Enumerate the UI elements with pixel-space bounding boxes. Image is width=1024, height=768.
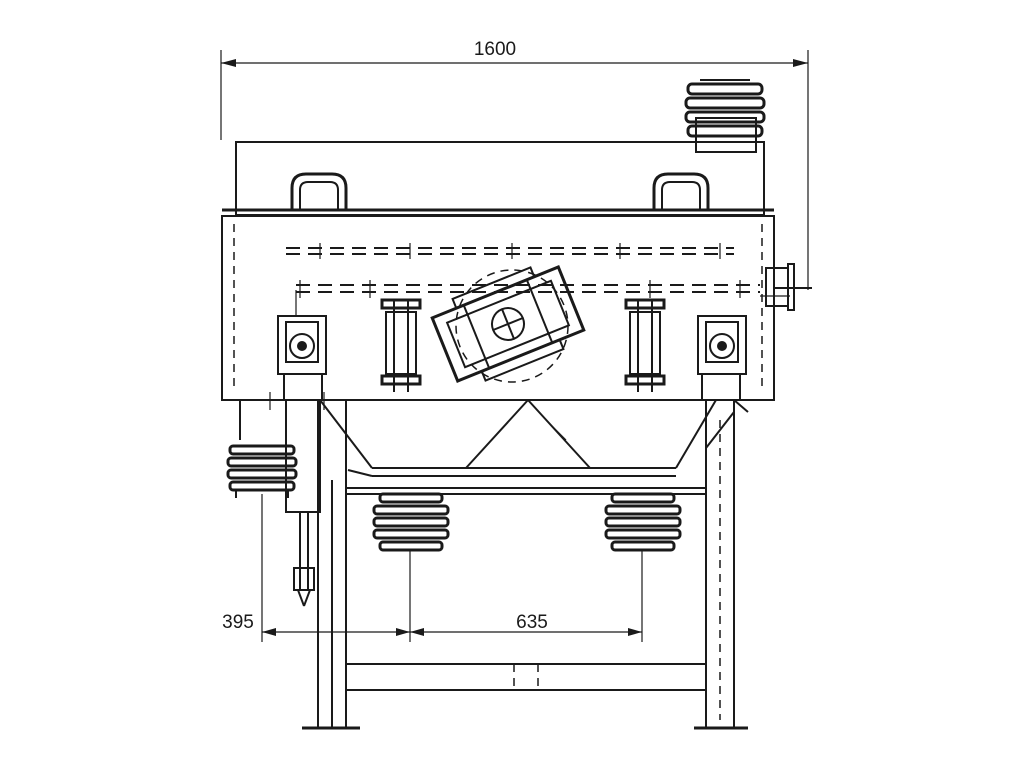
outlet-nozzle (760, 263, 812, 311)
discharge-hopper (239, 399, 717, 477)
lifting-handle-right (652, 172, 710, 210)
dimension-635-label: 635 (516, 612, 548, 633)
support-spring-right (604, 492, 682, 552)
dimension-foot-offset: 395 (222, 494, 410, 642)
dimension-1600-label: 1600 (474, 39, 516, 60)
inlet-bellows (684, 79, 766, 153)
lifting-handle-left (290, 172, 348, 210)
side-bracket-right (697, 315, 747, 401)
motor-swing-circle (455, 269, 569, 383)
dimension-395-label: 395 (222, 612, 254, 633)
support-spring-left (372, 492, 450, 552)
top-cover (222, 141, 774, 217)
base-frame (302, 399, 749, 730)
side-bracket-left (277, 290, 327, 401)
dimension-spring-spacing: 635 (409, 550, 643, 642)
side-bellows-left (226, 444, 298, 498)
hanging-drive (262, 392, 334, 607)
tension-rod-left (380, 298, 422, 392)
tension-rod-right (624, 298, 666, 392)
screen-box (221, 215, 775, 401)
dimension-overall-width: 1600 (220, 39, 809, 290)
vibration-motor (430, 265, 586, 383)
